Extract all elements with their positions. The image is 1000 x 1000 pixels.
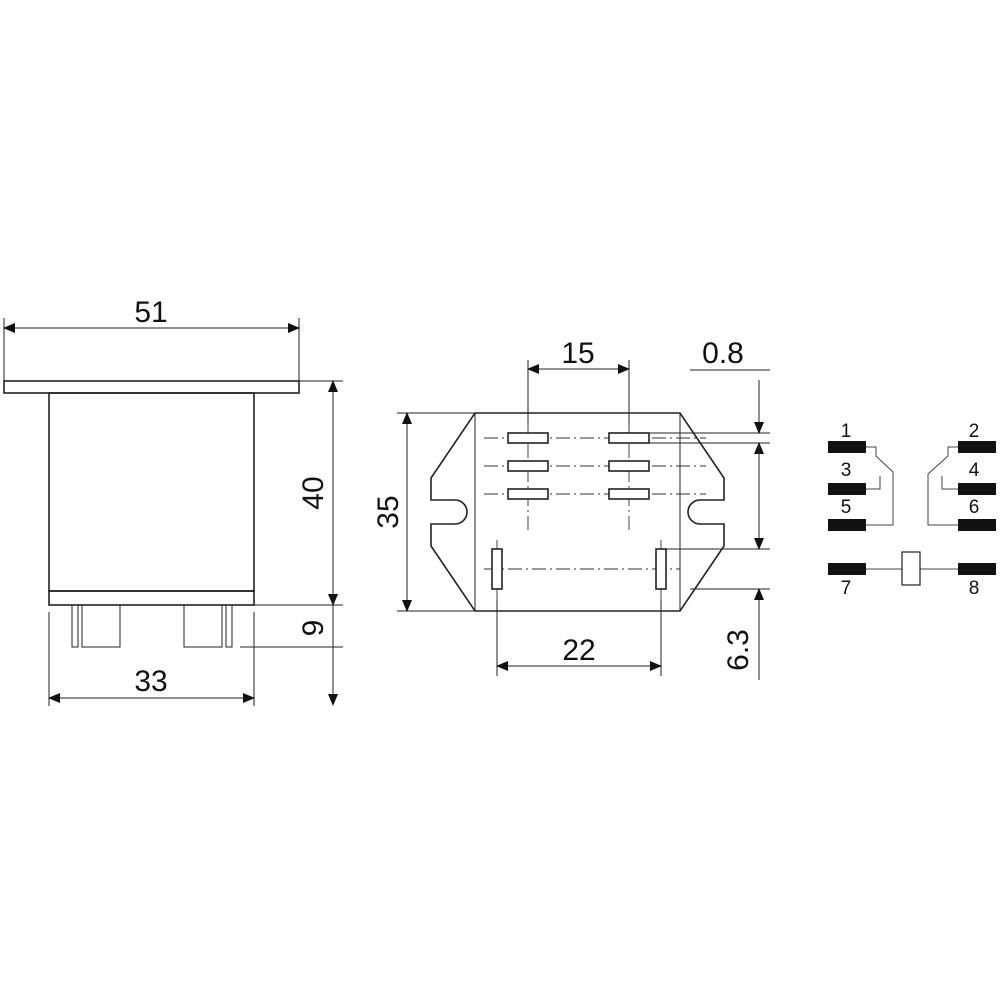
dimension-label-9: 9: [297, 620, 330, 637]
terminal-pad-5: [828, 519, 866, 531]
terminal-pad-1: [828, 441, 866, 453]
dimension-coil-pin-spacing: 22: [496, 600, 662, 676]
dimension-label-33: 33: [134, 665, 167, 698]
side-terminals: [71, 604, 233, 648]
dimension-label-15: 15: [561, 337, 594, 370]
contact-wire-left: [866, 446, 894, 526]
terminal-pad-8: [958, 563, 996, 575]
pin-label-5: 5: [841, 497, 852, 518]
contact-wire-left-nc: [866, 476, 881, 490]
dimension-body-height: 35: [372, 412, 475, 612]
coil-symbol: [901, 551, 921, 586]
dimension-label-22: 22: [562, 634, 595, 667]
terminal-pad-6: [958, 519, 996, 531]
dimension-label-40: 40: [297, 476, 330, 509]
relay-base: [48, 590, 255, 606]
terminal-pad-3: [828, 483, 866, 495]
contact-wire-right: [927, 446, 958, 526]
pin-label-2: 2: [969, 421, 980, 442]
dimension-terminal-width: 6.3: [666, 445, 770, 680]
contact-wire-right-nc: [941, 476, 958, 490]
dimension-label-35: 35: [372, 495, 405, 528]
terminal-pad-2: [958, 441, 996, 453]
pin-label-4: 4: [969, 460, 980, 481]
mounting-flange: [3, 380, 300, 394]
coil-terminals: [491, 548, 667, 590]
dimension-height: 40: [254, 380, 343, 606]
side-view: 51 40 9 33: [3, 296, 343, 706]
pin-label-6: 6: [969, 497, 980, 518]
dimension-width-top: 51: [3, 296, 300, 381]
pin-label-8: 8: [969, 578, 980, 599]
terminal-pad-4: [958, 483, 996, 495]
dimension-terminal-length: 9: [240, 560, 343, 706]
dimension-label-0-8: 0.8: [702, 337, 744, 370]
relay-body: [48, 392, 255, 592]
pin-label-1: 1: [841, 421, 852, 442]
center-lines: [484, 420, 706, 600]
dimension-label-51: 51: [134, 296, 167, 329]
dimension-pin-spacing: 15: [527, 337, 630, 425]
wiring-schematic: 1 2 3 4 5 6 7 8: [828, 421, 996, 599]
terminal-pad-7: [828, 563, 866, 575]
dimension-width-base: 33: [48, 612, 255, 706]
pin-label-3: 3: [841, 460, 852, 481]
contact-terminals: [507, 432, 650, 500]
bottom-view: 15 35 22 0.8: [372, 337, 770, 680]
pin-label-7: 7: [841, 578, 852, 599]
dimension-terminal-thickness: 0.8: [649, 337, 770, 470]
dimension-label-6-3: 6.3: [722, 629, 755, 671]
